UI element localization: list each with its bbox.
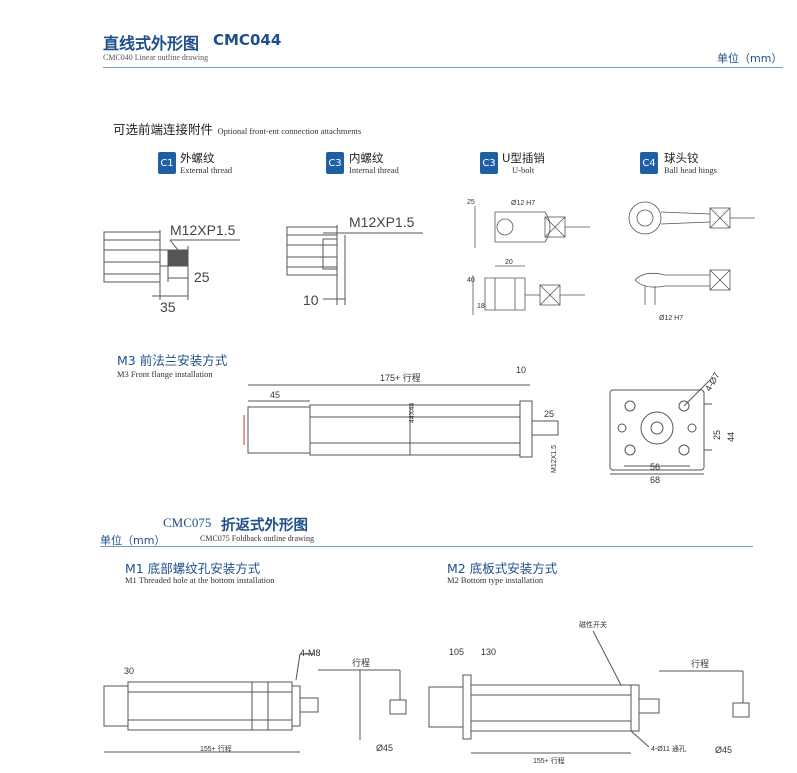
flange-dim-68: 68 <box>650 475 660 485</box>
section2-divider <box>100 546 753 547</box>
m3-heading-cn: M3 前法兰安装方式 <box>117 353 228 368</box>
m1-heading-en: M1 Threaded hole at the bottom installat… <box>125 575 275 585</box>
flange-holes-label: 4-Ø7 <box>703 371 722 393</box>
m3-dim-10: 10 <box>516 365 526 375</box>
m1-drawing: 30 4-M8 行程 155+ 行程 Ø45 <box>103 648 407 753</box>
m1-heading-cn: M1 底部螺纹孔安装方式 <box>125 561 261 576</box>
ball-hinge-drawing: Ø12 H7 <box>628 201 755 322</box>
m2-dim-105: 105 <box>449 647 464 657</box>
c3-dim-10: 10 <box>303 292 319 308</box>
attachment-c1-en: External thread <box>180 165 233 175</box>
m1-holes-label: 4-M8 <box>300 648 321 658</box>
ubolt-drawing: Ø12 H7 25 20 40 18 <box>467 199 590 315</box>
m3-flange-front-drawing: 4-Ø7 25 44 56 68 <box>609 371 736 485</box>
m3-dim-stroke: 175+ 行程 <box>380 372 421 383</box>
model-code: CMC044 <box>213 31 282 49</box>
m3-dim-thread: M12X1.5 <box>551 445 558 473</box>
ubolt-hole-label: Ø12 H7 <box>511 200 535 207</box>
ubolt-dim-40: 40 <box>467 277 475 284</box>
m3-dim-44x44: 44X44 <box>409 403 416 423</box>
page-title: 直线式外形图 <box>103 34 200 53</box>
m1-dim-30: 30 <box>124 666 134 676</box>
m3-side-view-drawing: 175+ 行程 45 10 25 44X44 M12X1.5 <box>243 365 559 473</box>
m2-drawing: 磁性开关 105 130 行程 4-Ø11 通孔 155+ 行程 Ø45 <box>428 620 750 765</box>
unit-label: 单位（mm） <box>717 52 783 65</box>
c3-thread-label: M12XP1.5 <box>349 214 415 230</box>
badge-c3-ubolt: C3 <box>480 152 498 174</box>
c1-dim-35: 35 <box>160 299 176 315</box>
attachment-ubolt-en: U-bolt <box>512 165 535 175</box>
header-divider <box>103 67 783 68</box>
attachments-heading-en: Optional front-ent connection attachment… <box>217 126 362 136</box>
section2-unit: 单位（mm） <box>100 534 166 547</box>
flange-dim-44: 44 <box>726 432 736 442</box>
c1-dim-25: 25 <box>194 269 210 285</box>
badge-c4: C4 <box>640 152 658 174</box>
section2-title: 折返式外形图 <box>221 518 308 534</box>
m2-dim-130: 130 <box>481 647 496 657</box>
flange-dim-25: 25 <box>712 430 722 440</box>
m2-holes-label: 4-Ø11 通孔 <box>651 744 686 753</box>
m2-heading-cn: M2 底板式安装方式 <box>447 561 558 576</box>
m1-stroke-label: 行程 <box>352 657 370 668</box>
c1-thread-label: M12XP1.5 <box>170 222 236 238</box>
m2-switch-label: 磁性开关 <box>579 620 607 629</box>
m2-length-label: 155+ 行程 <box>533 756 565 765</box>
badge-c1: C1 <box>158 152 176 174</box>
attachment-c4-en: Ball head hings <box>664 165 717 175</box>
ubolt-dim-25: 25 <box>467 199 475 206</box>
c3-internal-thread-drawing: M12XP1.5 10 <box>286 214 423 308</box>
badge-c3-internal: C3 <box>326 152 344 174</box>
attachment-c3-cn: 内螺纹 <box>349 151 384 165</box>
attachment-c1-cn: 外螺纹 <box>180 151 215 165</box>
m2-dia-label: Ø45 <box>715 745 732 755</box>
section2-subtitle: CMC075 Foldback outline drawing <box>200 534 314 543</box>
m2-heading-en: M2 Bottom type installation <box>447 575 544 585</box>
attachments-heading-cn: 可选前端连接附件 <box>113 122 214 137</box>
ubolt-dim-18: 18 <box>477 303 485 310</box>
m1-dia-label: Ø45 <box>376 743 393 753</box>
attachments-heading: 可选前端连接附件 Optional front-ent connection a… <box>113 119 361 139</box>
ball-hole-label: Ø12 H7 <box>659 315 683 322</box>
attachment-ubolt-cn: U型插销 <box>502 151 545 165</box>
m1-length-label: 155+ 行程 <box>200 744 232 753</box>
page-subtitle: CMC040 Linear outline drawing <box>103 53 209 62</box>
m3-dim-25: 25 <box>544 409 554 419</box>
c1-external-thread-drawing: M12XP1.5 25 35 <box>103 222 240 315</box>
ubolt-dim-20: 20 <box>505 259 513 266</box>
flange-dim-56: 56 <box>650 462 660 472</box>
attachment-c3-en: Internal thread <box>349 165 399 175</box>
m3-heading-en: M3 Front flange installation <box>117 369 213 379</box>
m3-dim-45: 45 <box>270 390 280 400</box>
section2-model: CMC075 <box>163 515 212 530</box>
m2-stroke-label: 行程 <box>691 658 709 669</box>
attachment-c4-cn: 球头铰 <box>664 151 699 165</box>
